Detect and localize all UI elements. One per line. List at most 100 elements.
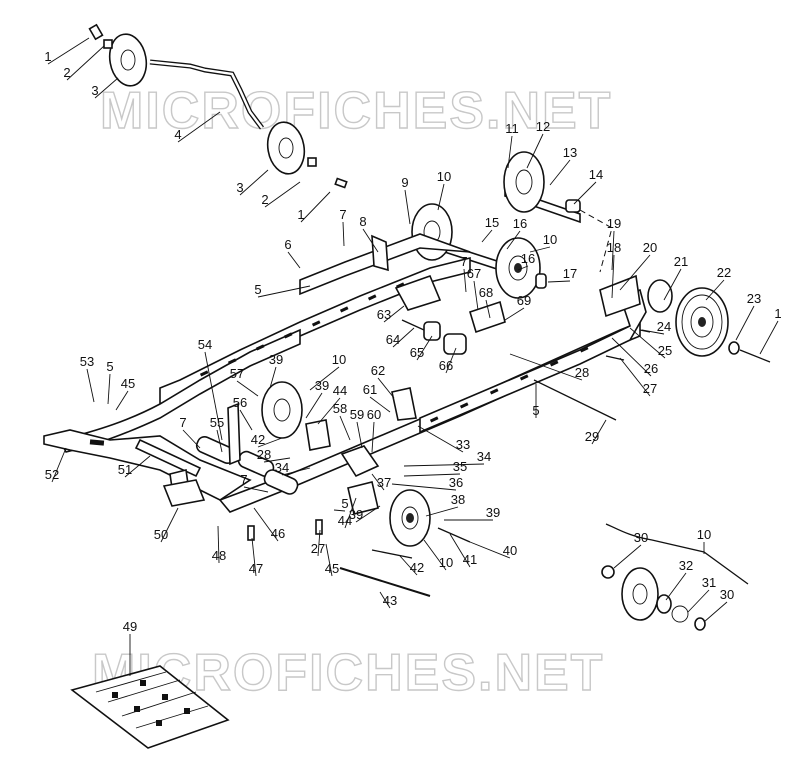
callout-leader-c34b: [403, 463, 485, 467]
callout-leader-c39a: [269, 366, 277, 389]
callout-label-c20: 20: [643, 240, 657, 255]
callout-label-c27b: 27: [311, 541, 325, 556]
callout-leader-c3b: [239, 169, 269, 196]
callout-label-c31: 31: [702, 575, 716, 590]
callout-label-c13: 13: [563, 145, 577, 160]
callout-label-c68: 68: [479, 285, 493, 300]
callout-label-c53: 53: [80, 354, 94, 369]
callout-label-c40: 40: [503, 543, 517, 558]
callout-label-c45a: 45: [121, 376, 135, 391]
callout-label-c46: 46: [271, 526, 285, 541]
callout-label-c52: 52: [45, 467, 59, 482]
callout-label-c41: 41: [463, 552, 477, 567]
callout-label-c47: 47: [249, 561, 263, 576]
callout-label-c39b: 39: [315, 378, 329, 393]
lower-wheel-assembly: [162, 479, 471, 597]
callout-leader-c5c: [107, 373, 111, 405]
callout-leader-c66: [445, 347, 457, 374]
callout-leader-c15: [481, 229, 493, 243]
callout-label-c42b: 42: [410, 560, 424, 575]
callout-leader-c13: [549, 159, 571, 186]
callout-label-c1b: 1: [297, 207, 304, 222]
callout-label-c37: 37: [377, 475, 391, 490]
callout-label-c4: 4: [174, 127, 181, 142]
callout-leader-c11: [507, 135, 513, 169]
callout-leader-c53: [86, 368, 95, 403]
callout-leader-c43: [379, 591, 391, 609]
callout-label-c3a: 3: [91, 83, 98, 98]
callout-leader-c50: [160, 507, 179, 543]
callout-leader-c33: [417, 425, 464, 453]
callout-leader-c41: [449, 533, 471, 568]
callout-label-c69: 69: [517, 293, 531, 308]
callout-label-c35: 35: [453, 459, 467, 474]
callout-label-c1a: 1: [44, 49, 51, 64]
callout-leader-c25: [629, 327, 666, 359]
callout-label-c59: 59: [350, 407, 364, 422]
callout-label-c34b: 34: [477, 449, 491, 464]
callout-label-c67: 67: [467, 266, 481, 281]
callout-leader-c28a: [509, 353, 583, 381]
callout-leader-c61: [369, 396, 391, 413]
wheel-10-left: [261, 381, 303, 439]
callout-leader-c38: [425, 506, 459, 517]
callout-leader-c20: [619, 254, 651, 291]
callout-leader-c19: [611, 230, 615, 271]
callout-label-c57: 57: [230, 366, 244, 381]
spacer-21: [647, 279, 673, 313]
callout-label-c10d: 10: [439, 555, 453, 570]
callout-label-c19: 19: [607, 216, 621, 231]
callout-leader-c18: [611, 254, 615, 299]
callout-label-c29: 29: [585, 429, 599, 444]
callout-leader-c12: [526, 133, 544, 169]
callout-leader-c8: [362, 228, 379, 253]
callout-leader-c9: [404, 189, 411, 225]
callout-label-c10b: 10: [543, 232, 557, 247]
callout-leader-c5d: [333, 509, 346, 512]
callout-label-c28b: 28: [257, 447, 271, 462]
callout-label-c17: 17: [563, 266, 577, 281]
callout-label-c2b: 2: [261, 192, 268, 207]
wheel-detail-inset: [601, 523, 749, 631]
callout-label-c43: 43: [383, 593, 397, 608]
callout-leader-c10d: [423, 539, 447, 571]
callout-label-c7d: 7: [240, 472, 247, 487]
callout-label-c51: 51: [118, 462, 132, 477]
wheel-10-detail: [621, 567, 659, 621]
callout-label-c5d: 5: [341, 496, 348, 511]
callout-leader-c69: [504, 307, 525, 321]
callout-leader-c55: [216, 429, 223, 453]
callout-label-c39c: 39: [486, 505, 500, 520]
callout-leader-c2b: [264, 181, 301, 208]
callout-leader-c1a: [47, 37, 90, 65]
front-axle-assembly: [88, 23, 348, 189]
idler-wheel-3a: [108, 33, 148, 87]
callout-leader-c51: [124, 455, 151, 478]
rear-axle-parts: [533, 274, 771, 421]
callout-leader-c34a: [281, 467, 311, 476]
callout-label-c3b: 3: [236, 180, 243, 195]
callout-leader-c7c: [182, 429, 201, 449]
callout-leader-c40: [469, 541, 511, 559]
callout-leader-c27b: [317, 529, 321, 557]
callout-leader-c36: [391, 483, 457, 491]
suspension-rails: [43, 233, 647, 513]
callout-label-c26: 26: [644, 361, 658, 376]
callout-leader-c3a: [94, 77, 119, 99]
callout-label-c42a: 42: [251, 432, 265, 447]
callout-label-c10a: 10: [437, 169, 451, 184]
callout-leader-c35: [403, 473, 461, 477]
callout-leader-c4: [177, 111, 221, 143]
callout-leader-c24: [641, 329, 665, 335]
wheel-10-upper: [411, 203, 453, 261]
callout-leader-c68: [485, 299, 491, 319]
callout-label-c44a: 44: [333, 383, 347, 398]
callout-label-c2a: 2: [63, 65, 70, 80]
callout-label-c7c: 7: [179, 415, 186, 430]
callout-leader-c45b: [325, 543, 333, 577]
callout-leader-c5a: [257, 285, 311, 298]
callout-leader-c14: [573, 181, 597, 205]
callout-label-c15: 15: [485, 215, 499, 230]
